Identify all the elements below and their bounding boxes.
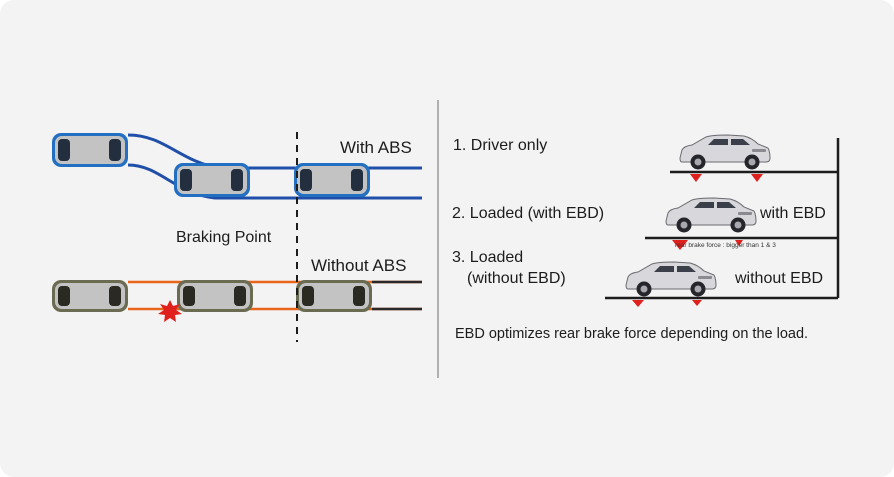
with-abs-label: With ABS [340,138,412,157]
rear-brake-force-note: rear brake force : bigger than 1 & 3 [675,242,776,249]
scenario-3-label-line1: 3. Loaded [452,249,524,266]
car-top-view-icon [52,280,128,312]
car-top-view-icon [296,280,372,312]
brake-force-arrow-icon [632,174,763,307]
with-ebd-tag: with EBD [760,205,826,222]
car-top-view-icon [177,280,253,312]
without-abs-tracks [128,280,422,311]
suv-side-view-icon [679,134,771,170]
ebd-caption: EBD optimizes rear brake force depending… [455,326,809,342]
without-abs-label: Without ABS [311,256,407,275]
loading-platforms [605,138,840,300]
scenario-1-label: 1. Driver only [453,137,548,154]
car-top-view-icon [294,163,370,197]
braking-point-label: Braking Point [176,229,272,246]
without-ebd-tag: without EBD [735,270,824,287]
scenario-3-label-line2: (without EBD) [467,270,566,287]
car-top-view-icon [52,133,128,167]
suv-side-view-icon [625,261,717,297]
skid-burst-icon [158,300,182,322]
car-top-view-icon [174,163,250,197]
suv-side-view-icon [665,197,757,233]
scenario-2-label: 2. Loaded (with EBD) [452,205,605,222]
